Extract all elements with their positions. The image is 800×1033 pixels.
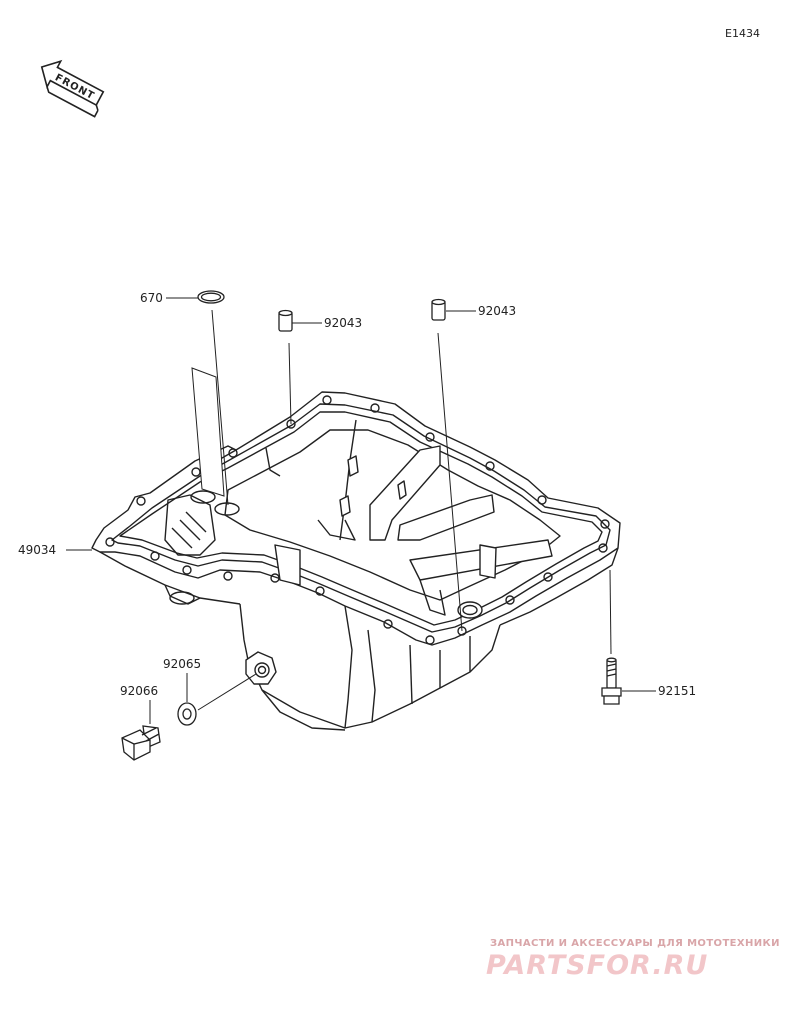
- front-arrow-icon: FRONT: [40, 59, 105, 118]
- label-92065: 92065: [163, 657, 201, 671]
- label-670: 670: [140, 291, 163, 305]
- oil-pan: [91, 391, 621, 731]
- diagram-code: E1434: [725, 27, 760, 40]
- dowel-pin-right: [431, 298, 446, 321]
- dowel-pin-left: [278, 309, 293, 332]
- label-92066: 92066: [120, 684, 158, 698]
- watermark-tagline: ЗАПЧАСТИ И АКСЕССУАРЫ ДЛЯ МОТОТЕХНИКИ: [490, 938, 780, 949]
- oring-670: [197, 290, 225, 304]
- label-92043-left: 92043: [324, 316, 362, 330]
- drain-plug-92066: [121, 725, 161, 761]
- label-49034: 49034: [18, 543, 56, 557]
- gasket-92065: [177, 702, 197, 726]
- flange-bolt-holes: [105, 395, 610, 645]
- oring-leader-band: [191, 367, 225, 497]
- watermark-logo: PARTSFOR.RU: [486, 950, 709, 981]
- leader-lines: [66, 297, 656, 724]
- label-92043-right: 92043: [478, 304, 516, 318]
- label-92151: 92151: [658, 684, 696, 698]
- bolt-92151: [601, 657, 622, 705]
